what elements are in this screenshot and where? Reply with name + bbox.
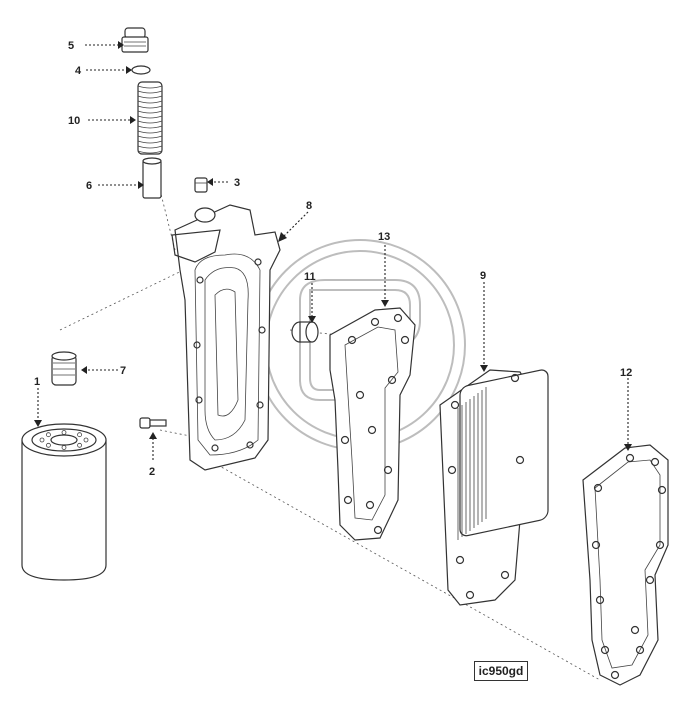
cooler-bolt-hole	[450, 400, 460, 410]
cooler-bolt-hole	[455, 555, 465, 565]
gasket-hole	[387, 375, 397, 385]
gasket-hole	[595, 595, 605, 605]
callout-7: 7	[120, 365, 126, 377]
cooler-bolt-hole	[515, 455, 525, 465]
spring-coil	[137, 105, 163, 109]
gasket-hole	[625, 453, 635, 463]
cooler-bolt-hole	[447, 465, 457, 475]
callout-5: 5	[68, 40, 74, 52]
filter-hole	[46, 432, 51, 438]
gasket-hole	[635, 645, 645, 655]
spring-coil	[137, 95, 163, 99]
callout-9: 9	[480, 270, 486, 282]
spring-coil	[137, 135, 163, 139]
gasket-hole	[343, 495, 353, 505]
spring-coil	[137, 140, 163, 144]
callout-10: 10	[68, 115, 80, 127]
small-plug-part-3	[194, 177, 208, 193]
gasket-hole	[373, 525, 383, 535]
spring-coil	[137, 90, 163, 94]
reference-code-label: ic950gd	[474, 661, 528, 681]
cooler-housing-part-8	[171, 204, 281, 471]
filter-hole	[39, 437, 45, 443]
spring-coil	[137, 100, 163, 104]
spring-coil	[137, 110, 163, 114]
gasket-hole	[600, 645, 610, 655]
filter-hole	[61, 445, 67, 450]
gasket-hole	[593, 483, 603, 493]
filter-hole	[46, 442, 51, 448]
gasket-hole	[370, 317, 380, 327]
plug-cap-part-5	[121, 27, 149, 53]
callout-3: 3	[234, 177, 240, 189]
cooler-bolt-hole	[465, 590, 475, 600]
filter-hole	[77, 442, 82, 448]
spring-coil	[137, 130, 163, 134]
gasket-hole	[630, 625, 640, 635]
callout-11: 11	[304, 271, 316, 283]
gasket-hole	[657, 485, 667, 495]
spring-coil	[137, 145, 163, 149]
valve-plunger-part-6	[142, 157, 162, 199]
oil-filter-part-1	[21, 423, 107, 581]
spring-coil	[137, 120, 163, 124]
gasket-hole	[347, 335, 357, 345]
callout-6: 6	[86, 180, 92, 192]
gasket-hole	[650, 457, 660, 467]
gasket-hole	[393, 313, 403, 323]
valve-part-7	[51, 351, 77, 386]
callout-12: 12	[620, 367, 632, 379]
spring-coil	[137, 150, 163, 154]
gasket-hole	[367, 425, 377, 435]
spring-coil	[137, 115, 163, 119]
gasket-hole	[355, 390, 365, 400]
o-ring-part-4	[131, 65, 151, 75]
spring-coil	[137, 125, 163, 129]
bolt-part-2	[139, 417, 167, 429]
dowel-part-11	[291, 321, 319, 343]
cooler-element-part-9	[439, 369, 549, 606]
callout-1: 1	[34, 376, 40, 388]
callout-8: 8	[306, 200, 312, 212]
gasket-hole	[340, 435, 350, 445]
gasket-hole	[610, 670, 620, 680]
filter-hole	[83, 437, 89, 443]
filter-hole	[77, 432, 82, 438]
callout-4: 4	[75, 65, 82, 77]
gasket-hole	[365, 500, 375, 510]
callout-leaders	[34, 41, 632, 460]
gasket-hole	[383, 465, 393, 475]
gasket-hole	[645, 575, 655, 585]
cooler-bolt-hole	[510, 373, 520, 383]
cooler-bolt-hole	[500, 570, 510, 580]
gasket-part-13	[329, 307, 416, 541]
gasket-part-12	[582, 444, 669, 686]
filter-hole	[61, 430, 67, 435]
callout-2: 2	[149, 466, 155, 478]
spring-part-10	[137, 81, 163, 155]
callout-13: 13	[378, 231, 390, 243]
spring-coil	[137, 85, 163, 89]
gasket-hole	[400, 335, 410, 345]
gasket-hole	[655, 540, 665, 550]
gasket-hole	[591, 540, 601, 550]
callout-labels: 5 4 10 6 3 8 13 9 11 7 12 1 2	[34, 40, 632, 478]
